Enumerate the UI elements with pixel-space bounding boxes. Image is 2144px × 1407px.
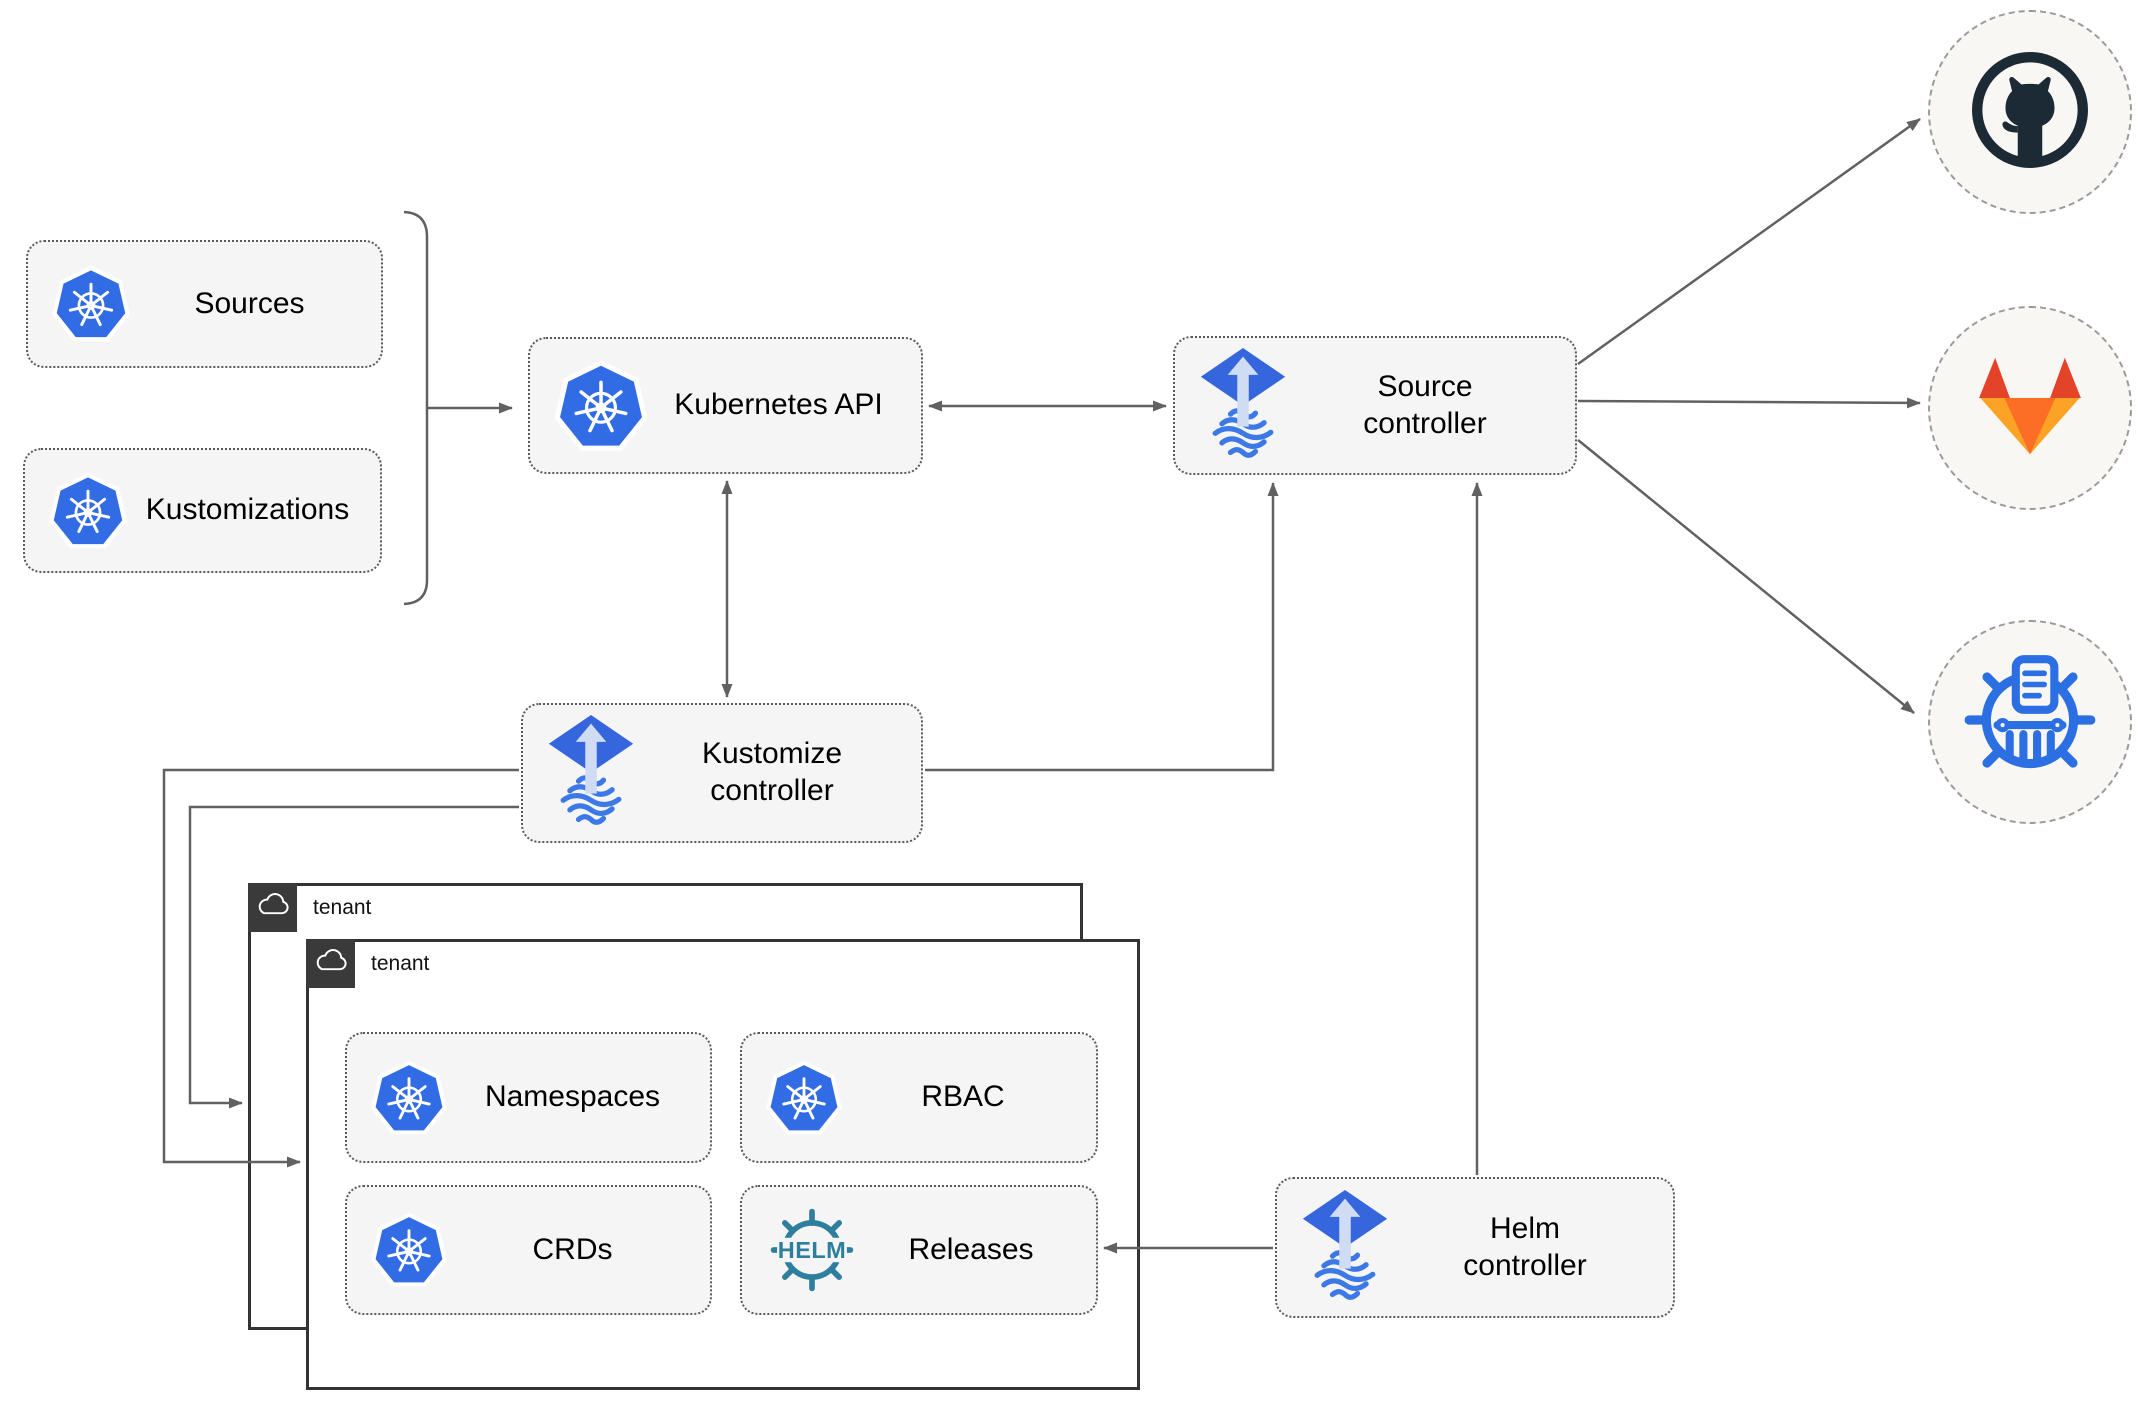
- cloud-icon: [313, 947, 349, 980]
- node-releases: HELM Releases: [740, 1185, 1098, 1315]
- edge-source-to-gitlab: [1577, 397, 1921, 409]
- flux-icon: [1197, 346, 1289, 466]
- gitlab-badge: [1928, 306, 2132, 510]
- node-label: Kustomizations: [145, 493, 350, 527]
- node-label: Kubernetes API: [674, 388, 883, 422]
- kubernetes-icon: [552, 357, 650, 455]
- registry-icon: [1959, 649, 2101, 796]
- node-helm-controller: Helm controller: [1275, 1177, 1675, 1318]
- node-label: CRDs: [532, 1232, 613, 1266]
- edge-kustomize-to-source: [925, 482, 1279, 772]
- flux-icon: [545, 713, 637, 833]
- node-rbac: RBAC: [740, 1032, 1098, 1163]
- node-label: Helm controller: [1463, 1211, 1587, 1282]
- node-crds: CRDs: [345, 1185, 712, 1315]
- cloud-icon: [255, 891, 291, 924]
- tenant-label: tenant: [313, 895, 372, 919]
- node-label: Kustomize controller: [701, 737, 843, 807]
- tenant-tab: [306, 939, 355, 988]
- edge-bracket: [403, 210, 429, 606]
- node-kustomize-controller: Kustomize controller: [521, 703, 923, 843]
- tenant-label: tenant: [371, 951, 430, 975]
- node-kubernetes-api: Kubernetes API: [528, 337, 923, 474]
- node-sources: Sources: [26, 240, 383, 368]
- gitlab-icon: [1963, 348, 2097, 469]
- registry-badge: [1928, 620, 2132, 824]
- helm-icon: HELM: [764, 1202, 860, 1298]
- kubernetes-icon: [369, 1210, 449, 1290]
- node-label: Sources: [194, 286, 305, 320]
- node-namespaces: Namespaces: [345, 1032, 712, 1163]
- edge-source-to-github: [1577, 117, 1921, 366]
- node-label: Source controller: [1363, 369, 1487, 440]
- github-icon: [1964, 44, 2096, 181]
- node-kustomizations: Kustomizations: [23, 448, 382, 573]
- tenant-tab: [248, 883, 297, 932]
- kubernetes-icon: [50, 263, 132, 345]
- helm-icon-text: HELM: [778, 1237, 846, 1263]
- node-source-controller: Source controller: [1173, 336, 1577, 475]
- kubernetes-icon: [764, 1058, 844, 1138]
- kubernetes-icon: [47, 470, 129, 552]
- github-badge: [1928, 10, 2132, 214]
- node-label: Releases: [908, 1232, 1034, 1266]
- edge-source-to-registry: [1577, 439, 1915, 714]
- node-label: Namespaces: [484, 1080, 661, 1114]
- tenant-box-front: tenant: [306, 939, 1140, 1390]
- flux-icon: [1299, 1188, 1391, 1308]
- kubernetes-icon: [369, 1058, 449, 1138]
- node-label: RBAC: [921, 1080, 1005, 1114]
